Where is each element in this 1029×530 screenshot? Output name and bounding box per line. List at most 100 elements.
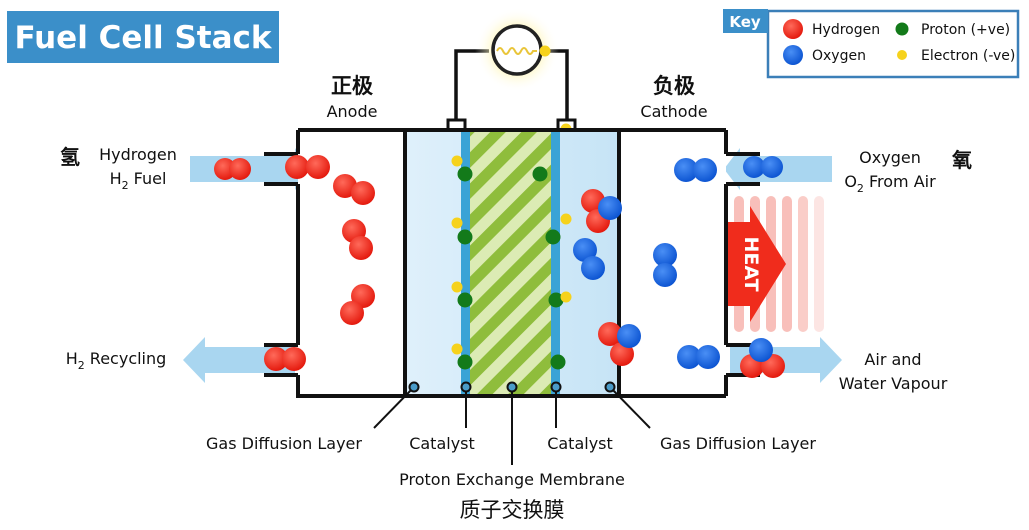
proton (532, 166, 548, 182)
anode-label: Anode (327, 102, 378, 121)
electron (560, 213, 572, 225)
legend-label-oxygen: Oxygen (812, 48, 866, 64)
hydrogen-recycling-label: H2 Recycling (66, 349, 167, 372)
callout-dot (408, 381, 420, 393)
catalyst-right (551, 130, 560, 396)
proton (550, 354, 566, 370)
formula-rest: Fuel (129, 169, 167, 188)
hydrogen-molecule (342, 219, 373, 260)
electron (451, 217, 463, 229)
cathode-label-cn: 负极 (653, 74, 696, 98)
callout-dot (506, 381, 518, 393)
callout-dot (460, 381, 472, 393)
label-proton-exchange-membrane: Proton Exchange Membrane (399, 470, 625, 489)
callout-line-gdl-right (609, 386, 651, 429)
electron (451, 343, 463, 355)
electron (560, 291, 572, 303)
hydrogen-molecule (285, 155, 330, 179)
label-proton-exchange-membrane-cn: 质子交换膜 (460, 498, 565, 522)
page-title: Fuel Cell Stack (14, 20, 272, 56)
formula-subscript: 2 (857, 182, 864, 195)
fuel-cell-body (264, 128, 760, 398)
oxygen-label-cn: 氧 (951, 148, 972, 172)
label-catalyst-left: Catalyst (409, 434, 475, 453)
hydrogen-molecule (214, 158, 251, 180)
oxygen-molecule (674, 158, 717, 182)
electron (451, 281, 463, 293)
heat-label: HEAT (740, 236, 762, 291)
hydrogen-inlet-flange (264, 152, 298, 186)
label-gas-diffusion-layer-right: Gas Diffusion Layer (660, 434, 816, 453)
cell-frame (296, 128, 728, 398)
exhaust-label-line1: Air and (864, 350, 921, 369)
legend-label-proton: Proton (+ve) (921, 22, 1010, 38)
title-banner: Fuel Cell Stack (7, 11, 279, 63)
oxygen-molecules (573, 156, 783, 369)
callout-dot (604, 381, 616, 393)
label-gas-diffusion-layer-left: Gas Diffusion Layer (206, 434, 362, 453)
oxygen-molecule (677, 345, 720, 369)
oxygen-molecule (653, 243, 677, 287)
hydrogen-molecule (340, 284, 375, 325)
oxygen-label: Oxygen (859, 148, 921, 167)
electrons (451, 155, 572, 355)
proton (457, 229, 473, 245)
legend-box (766, 9, 1020, 79)
hydrogen-molecules (214, 155, 375, 371)
hydrogen-label: Hydrogen (99, 145, 177, 164)
electron-legend-icon (897, 50, 907, 60)
label-catalyst-right: Catalyst (547, 434, 613, 453)
proton (545, 229, 561, 245)
hydrogen-label-cn: 氢 (60, 145, 80, 169)
proton (548, 292, 564, 308)
anode-label-cn: 正极 (331, 74, 374, 98)
legend: Key Hydrogen Proton (+ve) Oxygen Electro… (723, 9, 1020, 79)
formula-main: H (110, 169, 122, 188)
formula-main: O (844, 172, 857, 191)
legend-label-hydrogen: Hydrogen (812, 22, 880, 38)
proton (457, 354, 473, 370)
callout-line-gdl-left (373, 386, 415, 429)
legend-label-electron: Electron (-ve) (921, 48, 1015, 64)
water-molecule (598, 322, 641, 366)
legend-title: Key (729, 13, 761, 31)
formula-rest: Recycling (85, 349, 167, 368)
protons (457, 166, 566, 370)
oxygen-molecule (573, 238, 605, 280)
formula-subscript: 2 (78, 359, 85, 372)
hydrogen-molecule (333, 174, 375, 205)
heat-arrow-icon (728, 206, 786, 322)
water-molecules (581, 189, 785, 378)
callout-dot (550, 381, 562, 393)
external-circuit (446, 8, 577, 135)
catalyst-left (461, 130, 470, 396)
recycle-flange (264, 343, 298, 377)
water-molecule (581, 189, 622, 233)
formula-main: H (66, 349, 78, 368)
cathode-label: Cathode (640, 102, 707, 121)
pipe-arrowhead (724, 148, 740, 190)
heat-indicator: HEAT (728, 196, 824, 332)
pipe-arrowhead (820, 337, 842, 383)
formula-subscript: 2 (122, 179, 129, 192)
oxygen-molecule (743, 156, 783, 178)
proton (457, 166, 473, 182)
oxygen-air-label: O2 From Air (844, 172, 936, 195)
water-molecule (740, 338, 785, 378)
formula-rest: From Air (864, 172, 936, 191)
layer-callouts (373, 381, 651, 465)
proton-legend-icon (895, 22, 909, 36)
pipe-arrowhead (183, 337, 205, 383)
title-background (7, 11, 279, 63)
exhaust-label-line2: Water Vapour (839, 374, 948, 393)
hydrogen-legend-icon (783, 19, 803, 39)
bulb-filament (496, 47, 537, 55)
electron (539, 45, 551, 57)
electron (451, 155, 463, 167)
legend-title-tab (723, 9, 768, 33)
hydrogen-fuel-label: H2 Fuel (110, 169, 167, 192)
oxygen-legend-icon (783, 45, 803, 65)
proton (457, 292, 473, 308)
oxygen-inlet-flange (726, 152, 760, 186)
